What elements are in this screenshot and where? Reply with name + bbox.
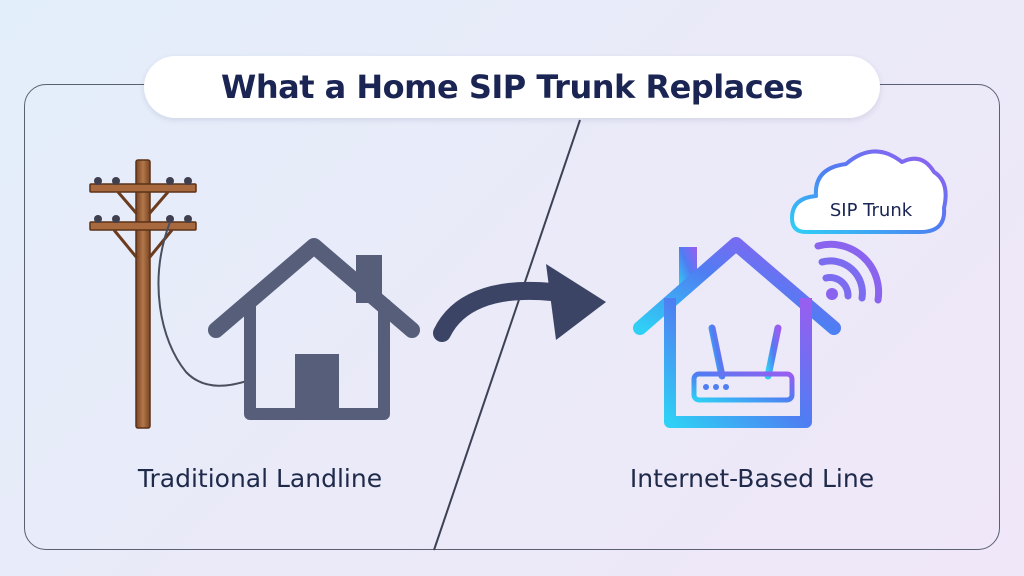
traditional-landline-caption: Traditional Landline bbox=[137, 463, 383, 493]
utility-pole-icon bbox=[89, 159, 197, 429]
cloud-icon bbox=[790, 149, 948, 234]
curved-arrow-icon bbox=[433, 264, 606, 342]
wifi-signal-icon bbox=[814, 240, 883, 304]
divider-line bbox=[433, 119, 581, 551]
page-title: What a Home SIP Trunk Replaces bbox=[221, 68, 803, 106]
phone-wire bbox=[157, 221, 251, 387]
house-icon bbox=[208, 238, 420, 420]
sip-trunk-label: SIP Trunk bbox=[829, 199, 913, 221]
title-banner: What a Home SIP Trunk Replaces bbox=[144, 56, 880, 118]
house-router-icon bbox=[633, 237, 841, 428]
internet-based-line-caption: Internet-Based Line bbox=[629, 463, 875, 493]
router-icon bbox=[691, 324, 795, 411]
